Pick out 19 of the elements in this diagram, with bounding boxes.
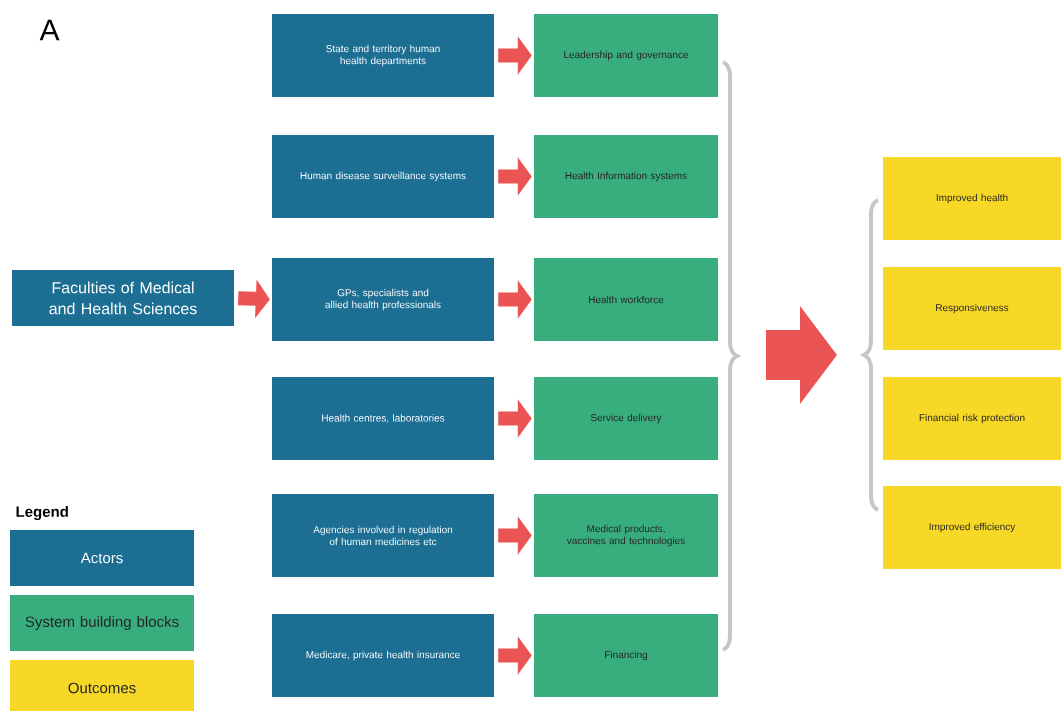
building-block-box: Health Information systems (534, 135, 718, 218)
building-block-box: Health workforce (534, 258, 718, 341)
outcome-box: Improved efficiency (883, 486, 1061, 569)
panel-letter: A (39, 19, 60, 41)
actor-box: Medicare, private health insurance (272, 614, 494, 697)
building-block-box: Service delivery (534, 377, 718, 460)
outcome-box: Financial risk protection (883, 377, 1061, 460)
actor-box: Agencies involved in regulation of human medicines etc (272, 494, 494, 577)
actor-box: Human disease surveillance systems (272, 135, 494, 218)
actor-box: Health centres, laboratories (272, 377, 494, 460)
building-block-box: Financing (534, 614, 718, 697)
building-block-box: Leadership and governance (534, 14, 718, 97)
legend-title: Legend (16, 505, 68, 520)
actor-box: Faculties of Medical and Health Sciences (12, 270, 234, 326)
outcome-box: Improved health (883, 157, 1061, 240)
building-block-box: Medical products, vaccines and technologies (534, 494, 718, 577)
actor-box: GPs, specialists and allied health professionals (272, 258, 494, 341)
actor-box: State and territory human health departments (272, 14, 494, 97)
outcome-box: Responsiveness (883, 267, 1061, 350)
